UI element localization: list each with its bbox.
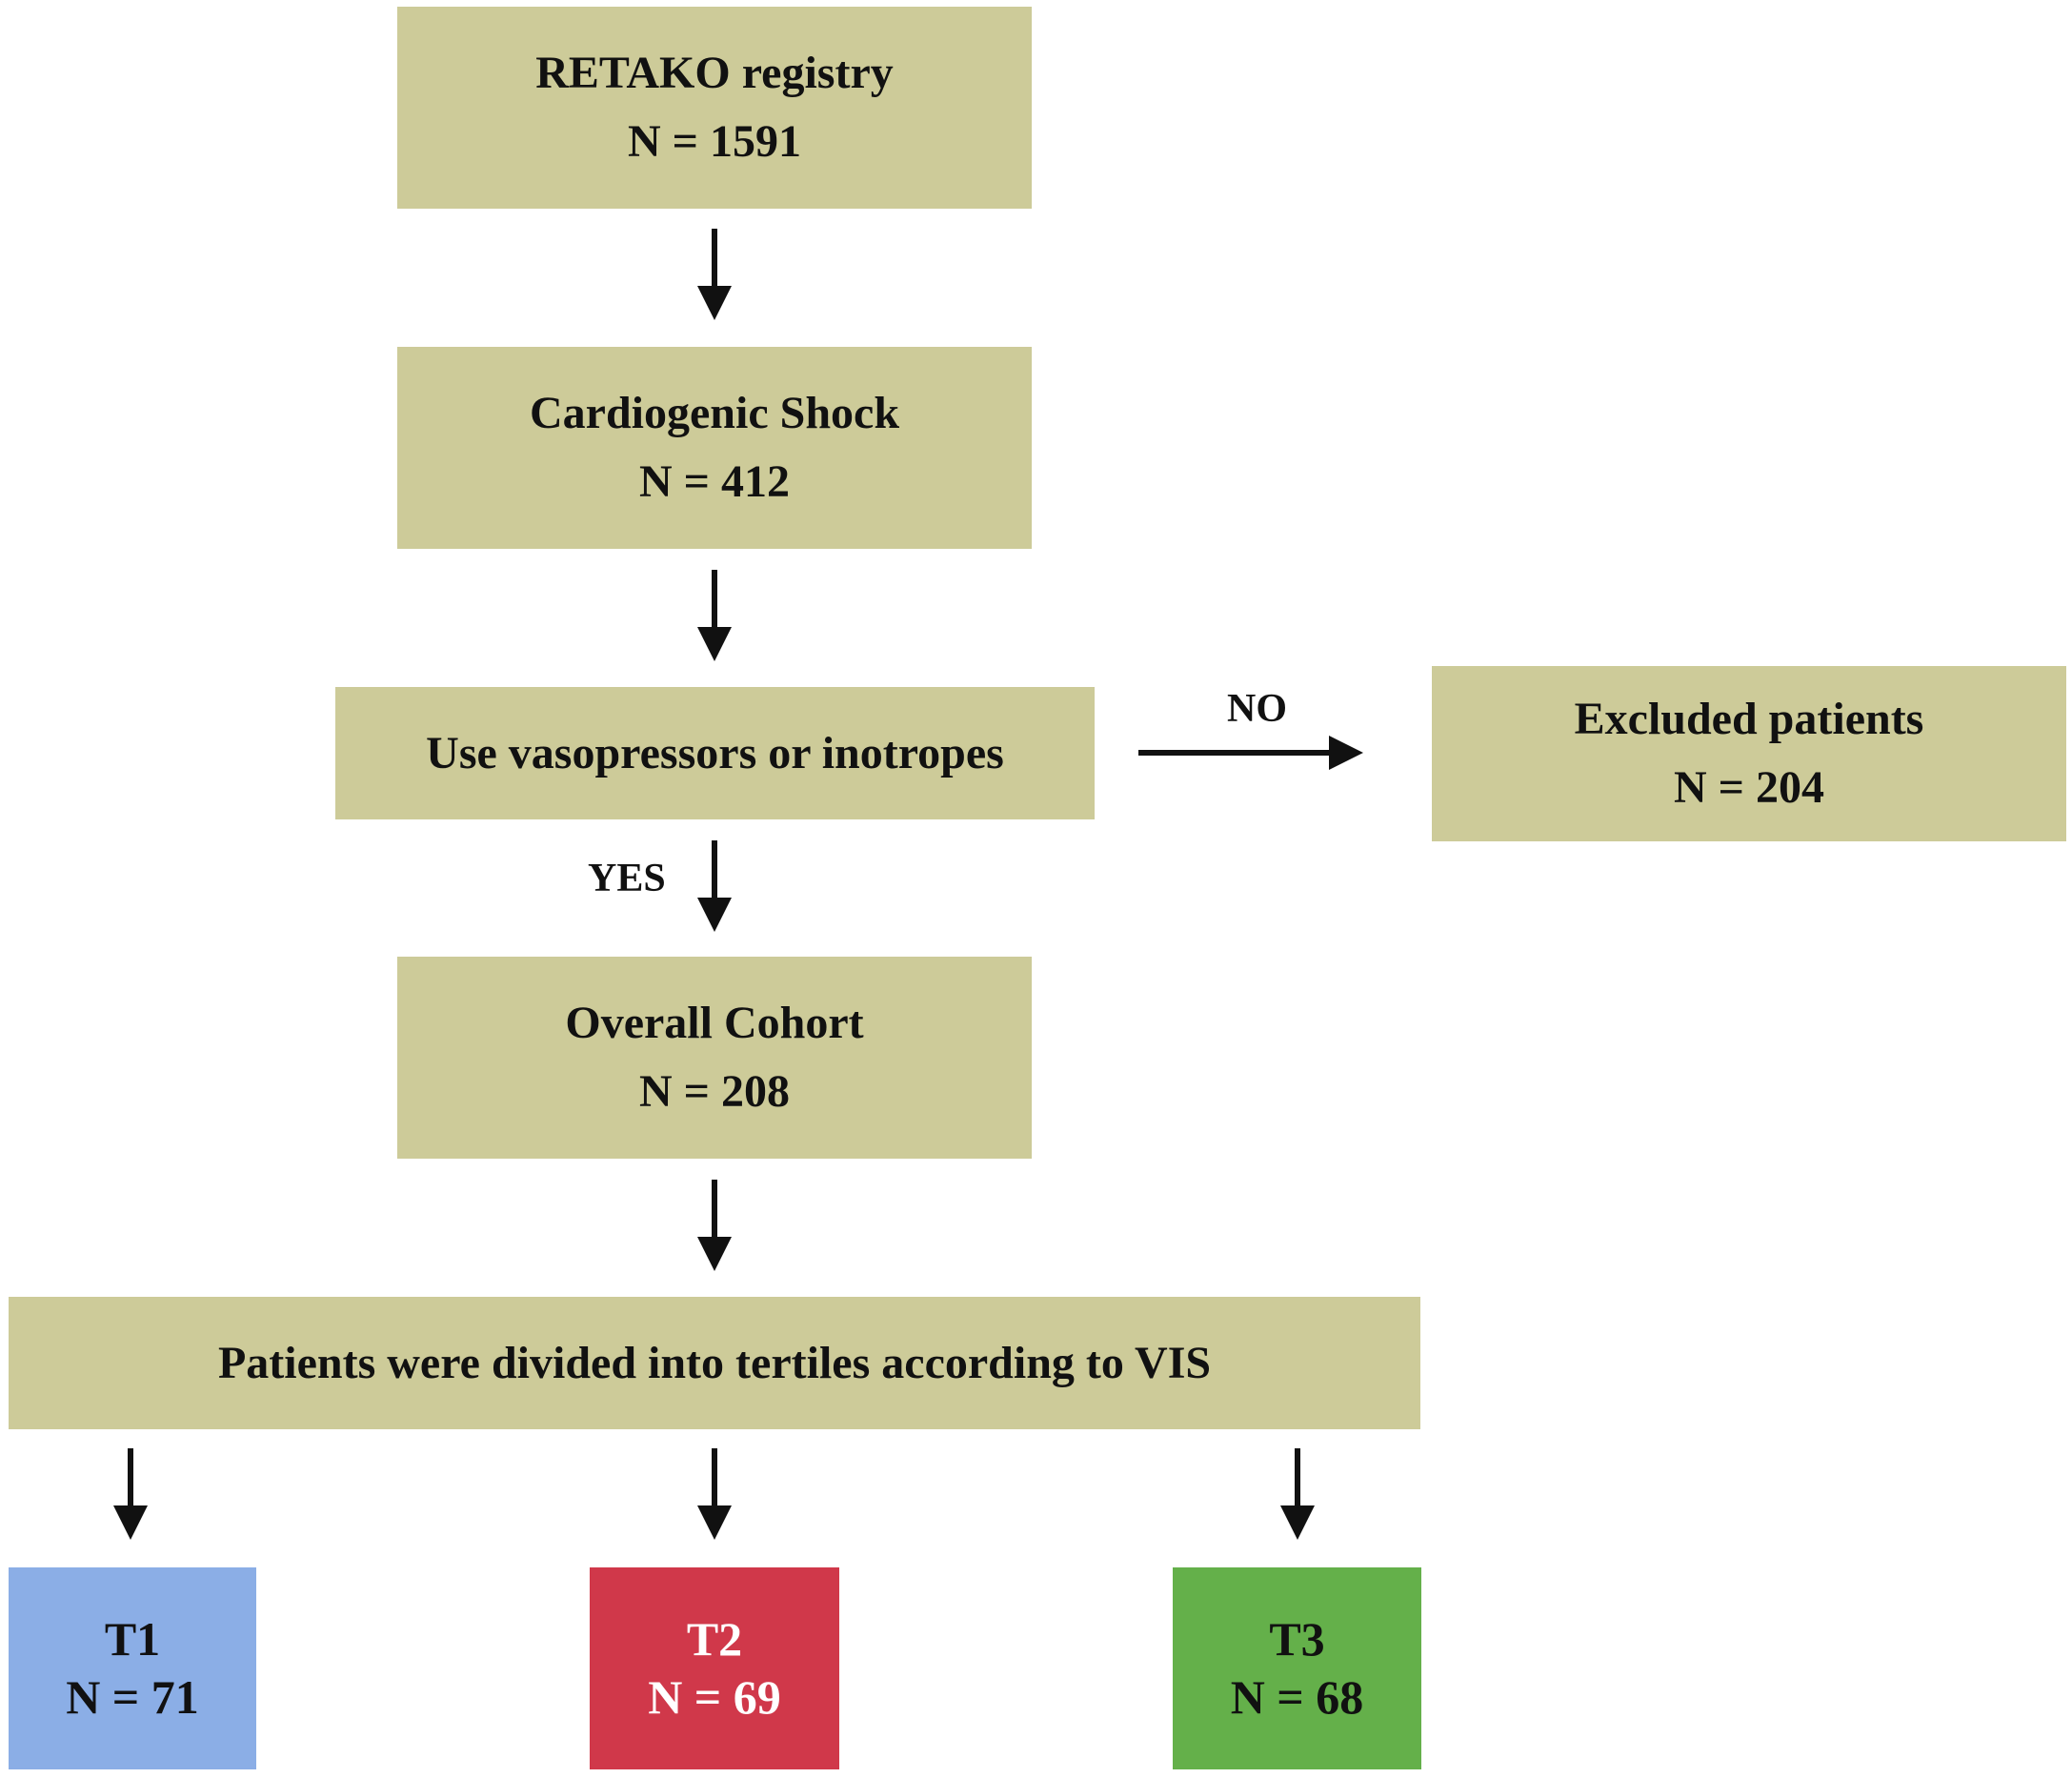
excluded-patients-title: Excluded patients [1574,694,1924,744]
registry-title: RETAKO registry [535,48,894,98]
tertile-t2-count: N = 69 [648,1670,781,1724]
cardiogenic-shock-count: N = 412 [638,456,790,507]
tertile-t3-count: N = 68 [1230,1670,1364,1724]
overall-cohort-box: Overall Cohort N = 208 [397,957,1032,1159]
decision-title: Use vasopressors or inotropes [426,727,1004,778]
tertile-t2-title: T2 [686,1612,743,1666]
no-label: NO [1227,687,1287,731]
tertile-division-title: Patients were divided into tertiles acco… [217,1337,1212,1388]
yes-label: YES [588,857,666,900]
excluded-patients-box: Excluded patients N = 204 [1432,666,2066,841]
tertile-t2-box: T2 N = 69 [590,1567,839,1769]
tertile-division-box: Patients were divided into tertiles acco… [9,1297,1420,1429]
tertile-t3-box: T3 N = 68 [1173,1567,1421,1769]
registry-box: RETAKO registry N = 1591 [397,7,1032,209]
cardiogenic-shock-title: Cardiogenic Shock [529,388,900,438]
tertile-t1-title: T1 [104,1612,161,1666]
excluded-patients-count: N = 204 [1673,762,1824,813]
tertile-t3-title: T3 [1269,1612,1325,1666]
tertile-t1-box: T1 N = 71 [9,1567,256,1769]
overall-cohort-count: N = 208 [638,1066,790,1117]
registry-count: N = 1591 [627,116,801,167]
cardiogenic-shock-box: Cardiogenic Shock N = 412 [397,347,1032,549]
decision-box: Use vasopressors or inotropes [335,687,1095,819]
overall-cohort-title: Overall Cohort [565,998,864,1048]
tertile-t1-count: N = 71 [66,1670,199,1724]
